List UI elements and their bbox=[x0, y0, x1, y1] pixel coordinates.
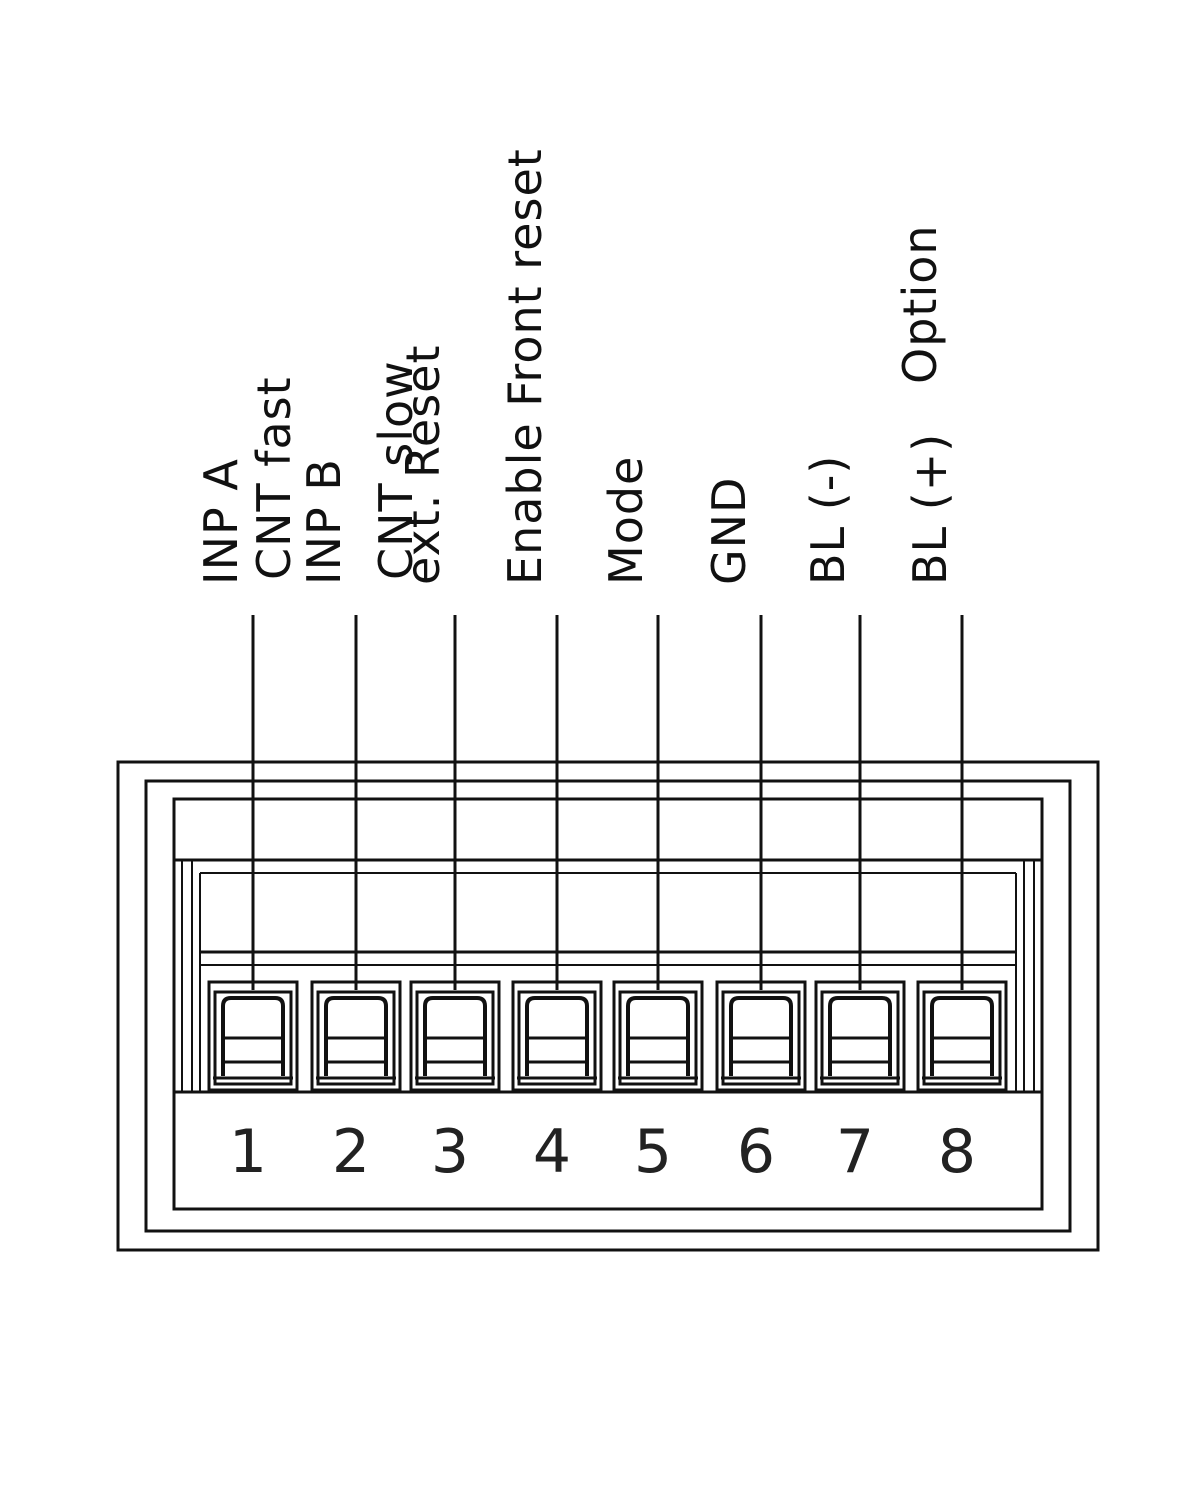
terminal-slot-4[interactable] bbox=[511, 980, 603, 1092]
terminal-slot-3[interactable] bbox=[409, 980, 501, 1092]
cnt-fast-label: CNT fast bbox=[247, 376, 301, 580]
terminal-number-6: 6 bbox=[737, 1117, 775, 1187]
terminal-label-8: BL (+) bbox=[903, 433, 957, 585]
terminal-label-3: ext. Reset bbox=[396, 345, 450, 586]
terminal-number-1: 1 bbox=[229, 1117, 267, 1187]
terminal-slot-6[interactable] bbox=[715, 980, 807, 1092]
cnt-slow-label: CNT slow bbox=[369, 360, 423, 580]
terminal-label-5: Mode bbox=[599, 456, 653, 585]
terminal-label-1: INP A bbox=[194, 458, 248, 585]
terminal-number-7: 7 bbox=[836, 1117, 874, 1187]
terminal-housing bbox=[116, 760, 1100, 1252]
terminal-number-3: 3 bbox=[431, 1117, 469, 1187]
terminal-slot-5[interactable] bbox=[612, 980, 704, 1092]
terminal-label-4: Enable Front reset bbox=[498, 148, 552, 585]
terminal-number-4: 4 bbox=[533, 1117, 571, 1187]
terminal-label-2: INP B bbox=[297, 458, 351, 585]
option-label: Option bbox=[893, 224, 947, 384]
terminal-slot-1[interactable] bbox=[207, 980, 299, 1092]
terminal-number-8: 8 bbox=[938, 1117, 976, 1187]
terminal-label-7: BL (-) bbox=[801, 455, 855, 585]
terminal-number-5: 5 bbox=[634, 1117, 672, 1187]
terminal-slot-7[interactable] bbox=[814, 980, 906, 1092]
terminal-slot-8[interactable] bbox=[916, 980, 1008, 1092]
terminal-label-6: GND bbox=[702, 477, 756, 585]
terminal-number-2: 2 bbox=[332, 1117, 370, 1187]
terminal-slot-2[interactable] bbox=[310, 980, 402, 1092]
